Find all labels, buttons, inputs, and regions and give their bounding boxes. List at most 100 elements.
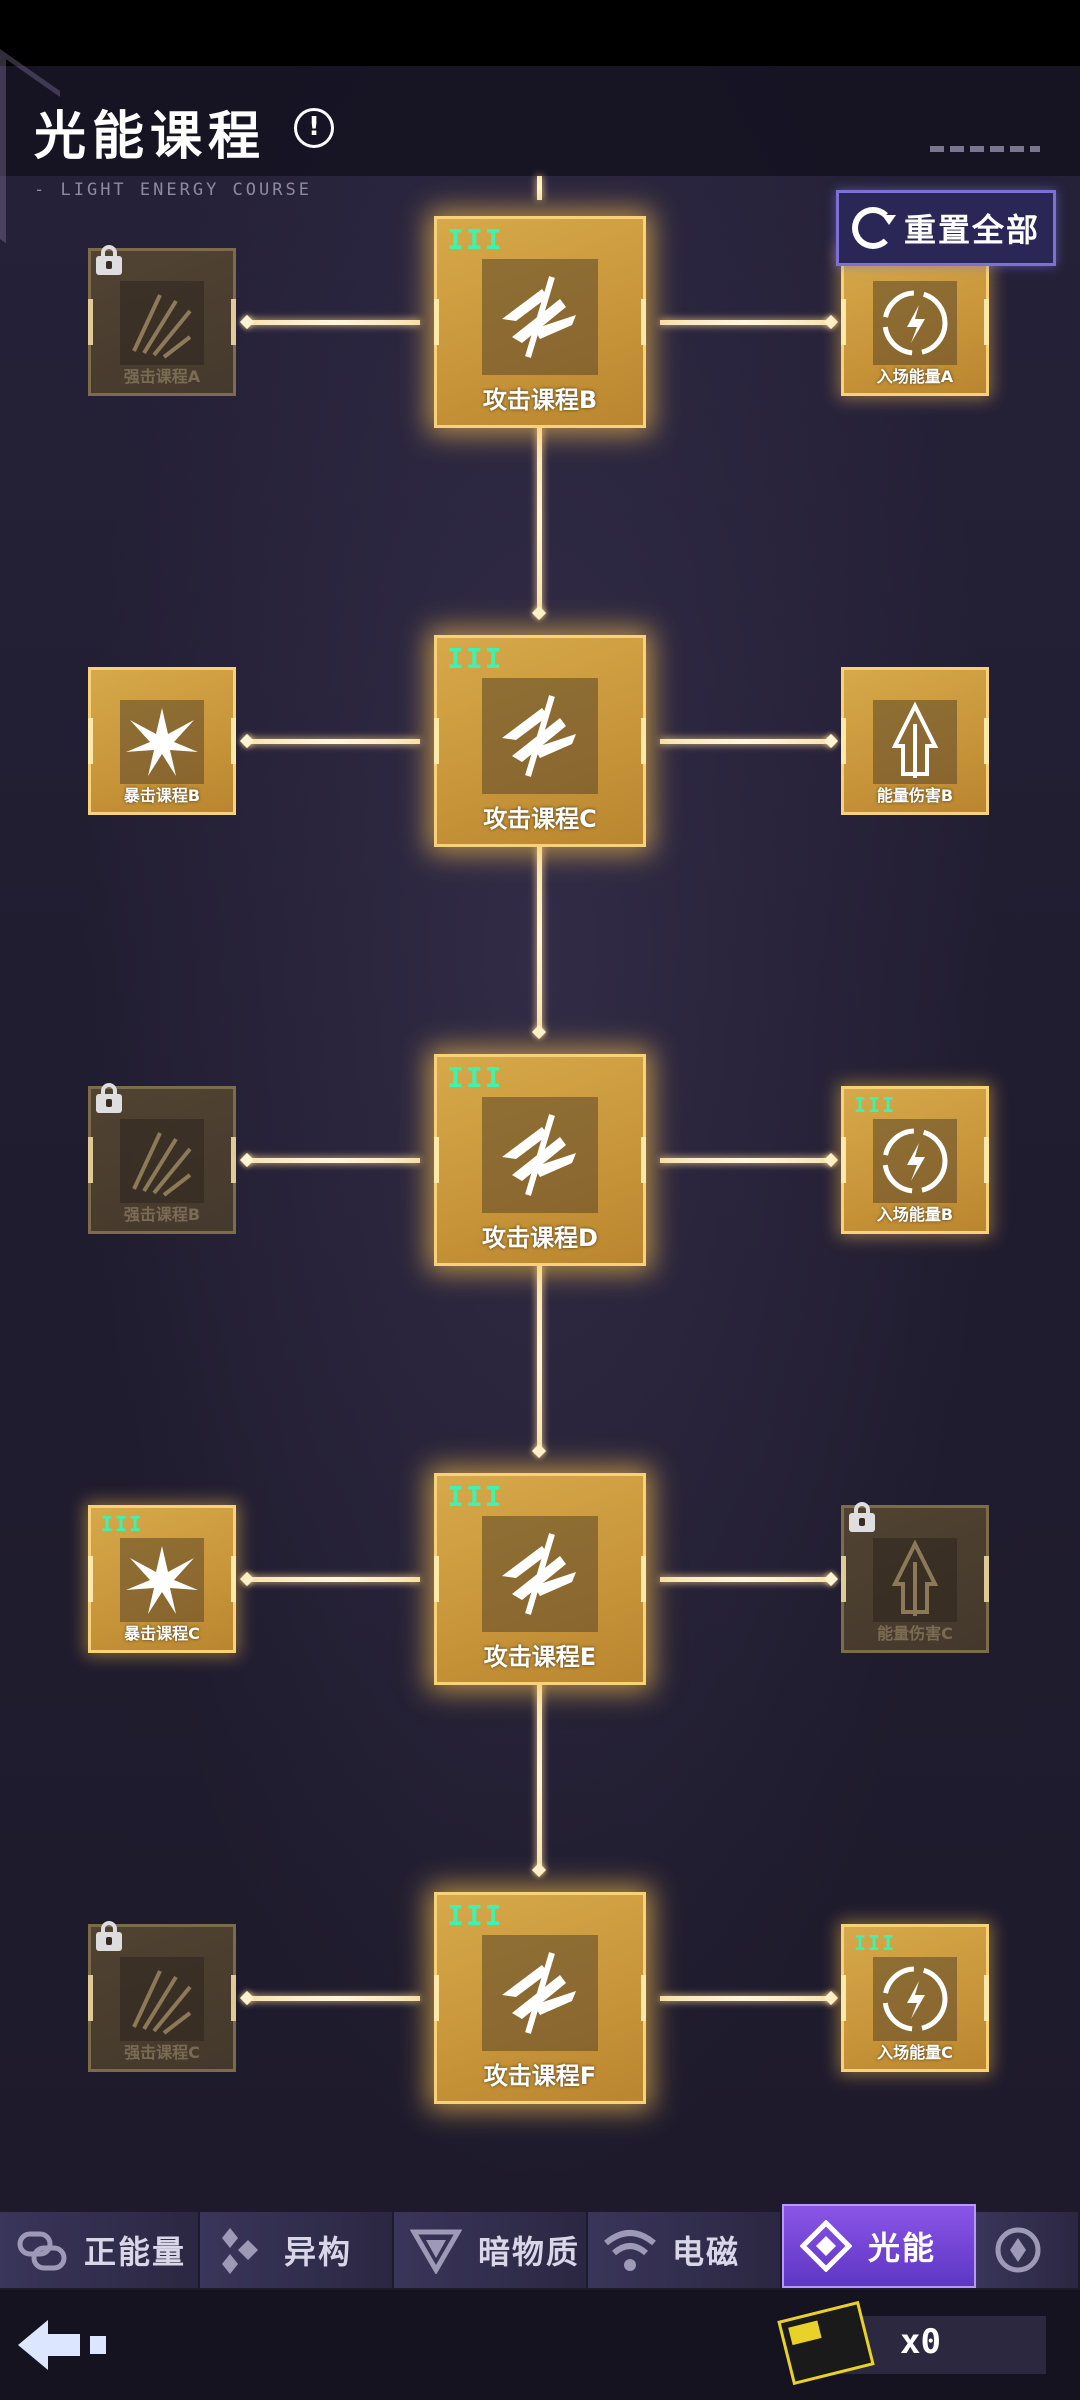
skill-node-left-2[interactable]: 暴击课程B [88, 667, 236, 815]
slash-icon [120, 1957, 204, 2041]
node-label: 攻击课程D [482, 1224, 598, 1252]
connector-horizontal [248, 1996, 420, 2001]
rank-badge: III [447, 1061, 504, 1094]
burst-icon [120, 1538, 204, 1622]
node-edge-accent [841, 718, 846, 764]
info-icon[interactable]: ! [294, 108, 334, 148]
node-edge-accent [88, 1975, 93, 2021]
skill-node-center-3[interactable]: 攻击课程D III [434, 1054, 646, 1266]
connector-horizontal [660, 1577, 832, 1582]
node-edge-accent [984, 1556, 989, 1602]
node-edge-accent [231, 1137, 236, 1183]
node-edge-accent [641, 299, 646, 345]
node-edge-accent [88, 1137, 93, 1183]
diamond-icon [798, 2218, 854, 2274]
connector-horizontal [660, 320, 832, 325]
connector-dot [823, 733, 839, 749]
back-button[interactable] [14, 2312, 114, 2378]
connector-horizontal [248, 1577, 420, 1582]
node-label: 暴击课程C [124, 1624, 200, 1643]
status-bar [0, 0, 1080, 66]
node-edge-accent [641, 718, 646, 764]
node-edge-accent [984, 1137, 989, 1183]
connector-horizontal [248, 320, 420, 325]
page-subtitle-text: LIGHT ENERGY COURSE [60, 180, 312, 200]
skill-node-right-1[interactable]: 入场能量A [841, 248, 989, 396]
node-label: 攻击课程F [483, 2062, 597, 2090]
rank-badge: III [447, 223, 504, 256]
tab-positive-energy[interactable]: 正能量 [0, 2212, 200, 2288]
skill-node-right-4[interactable]: 能量伤害C [841, 1502, 989, 1653]
header-bar [0, 66, 1080, 176]
connector-dot [239, 1152, 255, 1168]
node-edge-accent [984, 1975, 989, 2021]
connector-horizontal [248, 1158, 420, 1163]
page-title: 光能课程 [34, 107, 267, 167]
rank-badge: III [447, 1480, 504, 1513]
rank-badge: III [101, 1512, 144, 1536]
skill-node-right-2[interactable]: 能量伤害B [841, 667, 989, 815]
lock-icon [95, 1921, 123, 1951]
attack-icon [482, 259, 598, 375]
node-label: 入场能量C [877, 2043, 953, 2062]
tab-more[interactable] [976, 2212, 1080, 2288]
triangle-icon [408, 2222, 464, 2278]
node-label: 强击课程C [124, 2043, 200, 2062]
connector-v4 [537, 1683, 542, 1869]
skill-node-right-3[interactable]: 入场能量B III [841, 1086, 989, 1234]
node-edge-accent [984, 299, 989, 345]
node-label: 暴击课程B [123, 786, 201, 805]
attack-icon [482, 1097, 598, 1213]
node-edge-accent [641, 1556, 646, 1602]
rank-badge: III [854, 1093, 897, 1117]
connector-top [537, 176, 542, 200]
lock-icon [95, 245, 123, 275]
node-label: 强击课程A [123, 367, 201, 386]
skill-node-left-4[interactable]: 暴击课程C III [88, 1505, 236, 1653]
tab-electromagnetic[interactable]: 电磁 [588, 2212, 782, 2288]
node-edge-accent [88, 718, 93, 764]
tab-heterostructure[interactable]: 异构 [200, 2212, 394, 2288]
trident-icon [873, 700, 957, 784]
node-edge-accent [641, 1975, 646, 2021]
node-edge-accent [434, 1137, 439, 1183]
node-edge-accent [841, 1556, 846, 1602]
rank-badge: III [447, 642, 504, 675]
connector-dot [531, 1862, 547, 1878]
node-edge-accent [984, 718, 989, 764]
node-label: 攻击课程E [483, 1643, 597, 1671]
connector-horizontal [660, 739, 832, 744]
attack-icon [482, 1516, 598, 1632]
tab-light-energy[interactable]: 光能 [782, 2204, 976, 2288]
skill-node-center-5[interactable]: 攻击课程F III [434, 1892, 646, 2104]
attack-icon [482, 678, 598, 794]
node-edge-accent [641, 1137, 646, 1183]
node-edge-accent [434, 1556, 439, 1602]
node-edge-accent [231, 1556, 236, 1602]
skill-node-left-3[interactable]: 强击课程B [88, 1083, 236, 1234]
node-label: 攻击课程C [483, 805, 597, 833]
node-edge-accent [434, 1975, 439, 2021]
node-edge-accent [841, 299, 846, 345]
connector-dot [531, 1024, 547, 1040]
connector-dot [239, 1990, 255, 2006]
skill-node-left-1[interactable]: 强击课程A [88, 245, 236, 396]
connector-v3 [537, 1264, 542, 1450]
diamond-cluster-icon [214, 2222, 270, 2278]
node-edge-accent [841, 1137, 846, 1183]
skill-node-center-2[interactable]: 攻击课程C III [434, 635, 646, 847]
skill-node-left-5[interactable]: 强击课程C [88, 1921, 236, 2072]
rank-badge: III [447, 1899, 504, 1932]
swirl-icon [873, 1119, 957, 1203]
connector-dot [531, 1443, 547, 1459]
skill-node-center-4[interactable]: 攻击课程E III [434, 1473, 646, 1685]
node-edge-accent [88, 1556, 93, 1602]
slash-icon [120, 1119, 204, 1203]
gamepad-icon [14, 2222, 70, 2278]
node-label: 入场能量B [876, 1205, 954, 1224]
reset-all-button[interactable]: 重置全部 [836, 190, 1056, 266]
tab-dark-matter[interactable]: 暗物质 [394, 2212, 588, 2288]
connector-dot [239, 1571, 255, 1587]
